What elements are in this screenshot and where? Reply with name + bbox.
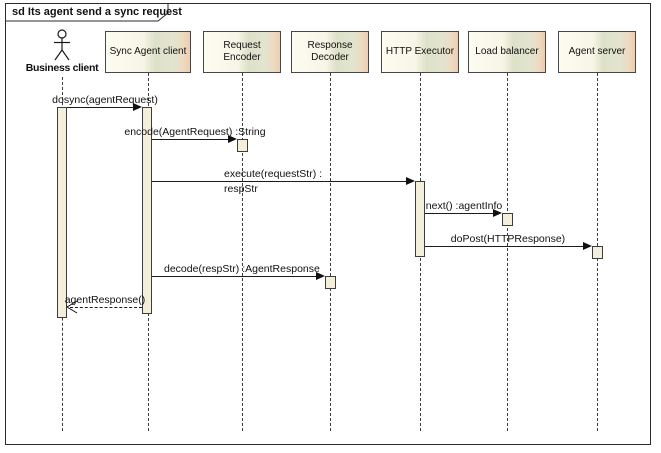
message-agentresponse-label: agentResponse() <box>64 294 146 306</box>
message-execute-label: execute(requestStr) : <box>224 168 323 180</box>
participant-label: Response Decoder <box>307 40 353 63</box>
frame-title: sd Its agent send a sync request <box>12 6 182 18</box>
participant-label: Load balancer <box>475 46 539 57</box>
activation-http-executor <box>415 181 425 257</box>
participant-agent-server: Agent server <box>558 31 636 73</box>
frame-tab-shape <box>5 3 169 22</box>
message-dosync-line <box>67 107 134 108</box>
participant-request-encoder: Request Encoder <box>203 31 281 73</box>
activation-agent-server <box>592 246 603 259</box>
activation-sync-agent-client <box>142 107 152 314</box>
participant-http-executor: HTTP Executor <box>381 31 459 73</box>
actor-icon <box>54 29 70 61</box>
message-encode-arrowhead-icon <box>228 135 237 143</box>
message-decode-label: decode(respStr) :AgentResponse <box>164 263 320 275</box>
message-encode-line <box>152 139 229 140</box>
lifeline-request-encoder <box>242 73 243 431</box>
message-dosync-label: dosync(agentRequest) <box>52 94 158 106</box>
message-decode-line <box>152 276 317 277</box>
lifeline-load-balancer <box>507 73 508 431</box>
activation-request-encoder <box>237 139 248 152</box>
participant-label: Request Encoder <box>223 40 261 63</box>
participant-label: Agent server <box>568 46 626 57</box>
activation-load-balancer <box>502 213 513 226</box>
message-execute-line <box>152 181 407 182</box>
participant-label: Sync Agent client <box>109 46 187 57</box>
message-dopost-line <box>425 246 584 247</box>
message-next-line <box>425 213 494 214</box>
message-next-label: next() :agentInfo <box>425 200 503 212</box>
message-dosync-arrowhead-icon <box>133 103 142 111</box>
message-agentresponse-open-arrowhead-icon <box>66 300 78 314</box>
message-next-arrowhead-icon <box>493 209 502 217</box>
lifeline-response-decoder <box>330 73 331 431</box>
message-execute-arrowhead-icon <box>406 177 415 185</box>
message-execute-label-line2: respStr <box>224 183 258 195</box>
activation-business-client <box>57 107 67 318</box>
message-decode-arrowhead-icon <box>316 272 325 280</box>
participant-sync-agent-client: Sync Agent client <box>105 31 191 73</box>
frame-title-tab <box>5 3 169 22</box>
participant-response-decoder: Response Decoder <box>291 31 369 73</box>
message-dopost-label: doPost(HTTPResponse) <box>450 233 566 245</box>
message-dopost-arrowhead-icon <box>583 242 592 250</box>
actor-label: Business client <box>25 62 99 74</box>
activation-response-decoder <box>325 276 336 289</box>
message-encode-label: encode(AgentRequest) :String <box>124 126 266 138</box>
participant-load-balancer: Load balancer <box>468 31 546 73</box>
message-agentresponse-line <box>70 307 142 308</box>
diagram-frame <box>5 3 651 445</box>
participant-label: HTTP Executor <box>385 46 455 57</box>
